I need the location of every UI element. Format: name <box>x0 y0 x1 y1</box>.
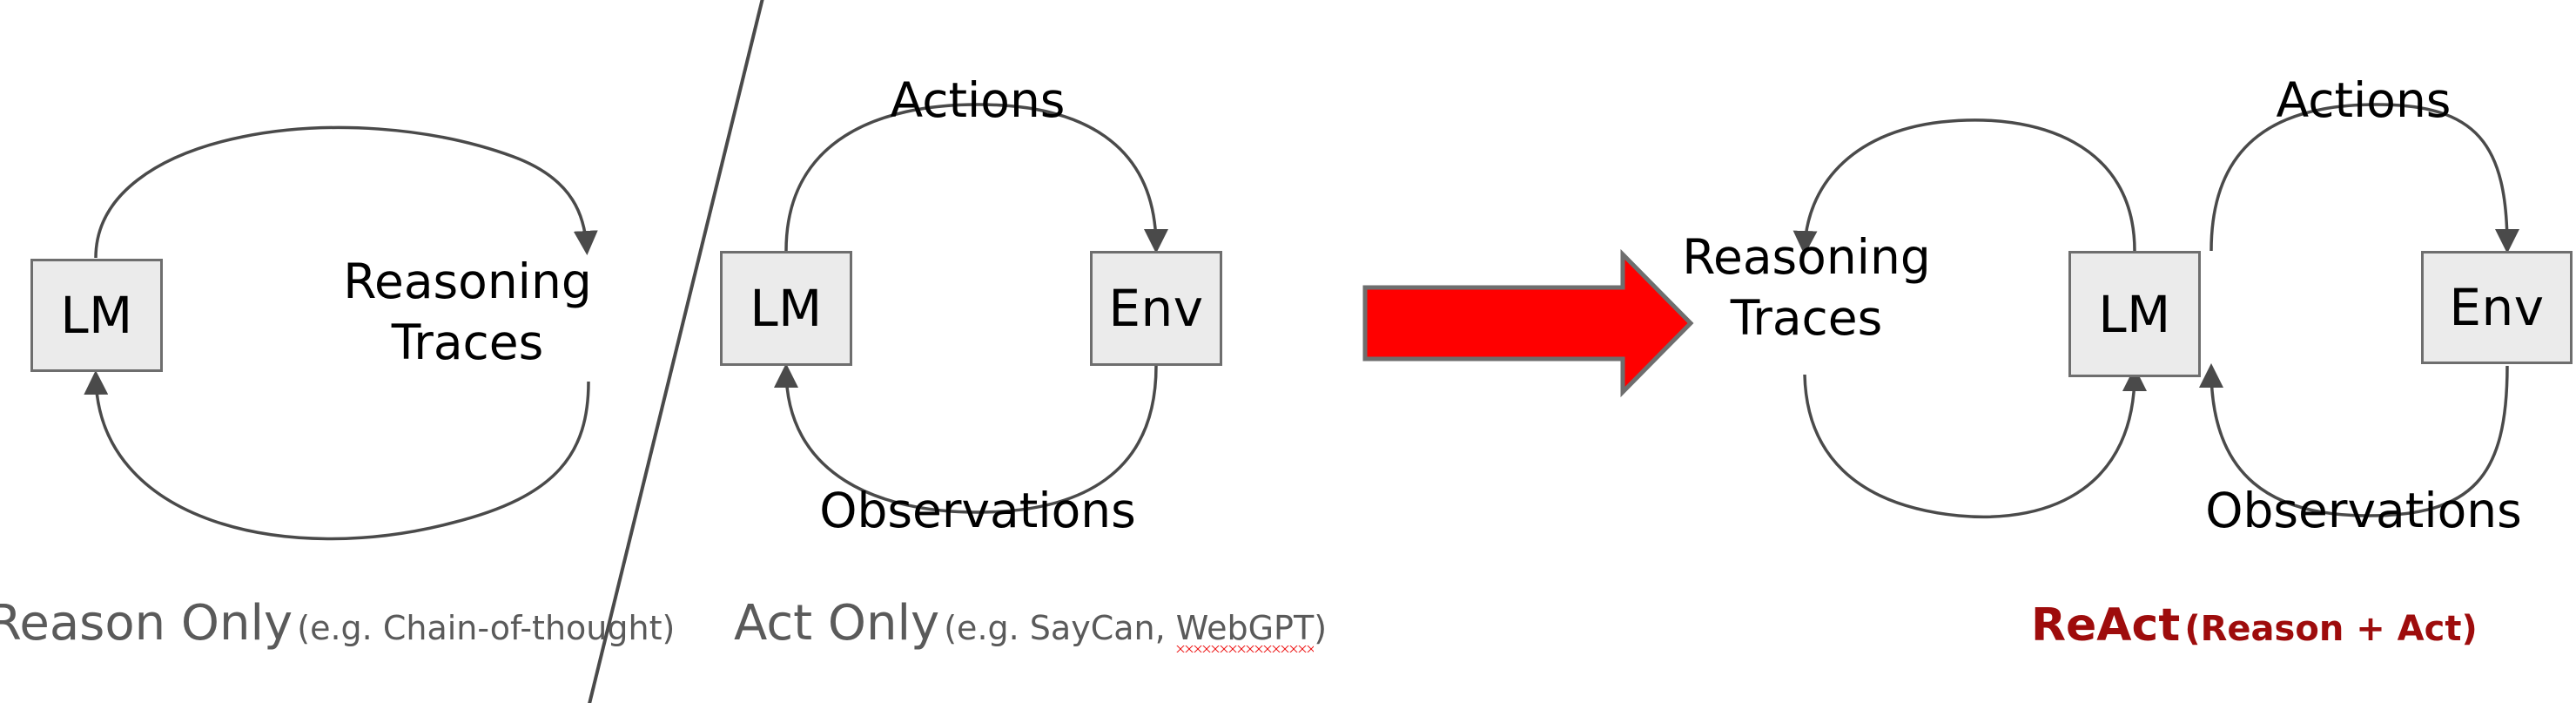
diagonal-divider-line <box>588 0 764 703</box>
panel1-caption-sub: (e.g. Chain-of-thought) <box>297 609 676 647</box>
panel1-node-lm-label: LM <box>60 286 133 345</box>
panel1-label-reasoning-traces: Reasoning Traces <box>341 251 594 374</box>
panel3-label-actions-text: Actions <box>2276 72 2452 128</box>
panel1-node-lm: LM <box>30 259 163 372</box>
panel1-reasoning-back-curve <box>84 370 590 541</box>
panel1-reasoning-out-curve <box>94 125 598 259</box>
panel3-caption-sub: (Reason + Act) <box>2184 609 2478 649</box>
panel3-label-observations-text: Observations <box>2205 483 2522 538</box>
panel3-node-lm-label: LM <box>2098 284 2171 344</box>
panel2-node-env-label: Env <box>1108 279 1204 338</box>
panel2-label-actions-text: Actions <box>890 72 1066 128</box>
panel2-caption-sub-suffix: ) <box>1314 609 1328 647</box>
panel2-node-env: Env <box>1090 251 1222 366</box>
panel2-caption: Act Only (e.g. SayCan, WebGPT) <box>734 599 1328 652</box>
panel3-caption-main: ReAct <box>2031 599 2181 652</box>
panel2-observations-curve <box>774 363 1158 514</box>
panel2-node-lm-label: LM <box>750 279 823 338</box>
panel1-label-reasoning-line2: Traces <box>391 314 544 371</box>
panel1-caption-main: Reason Only <box>0 595 293 652</box>
panel2-label-actions: Actions <box>830 72 1126 128</box>
panel1-caption: Reason Only (e.g. Chain-of-thought) <box>0 599 675 648</box>
panel3-observations-curve <box>2199 363 2509 517</box>
panel2-label-observations: Observations <box>795 483 1160 538</box>
panel3-label-actions: Actions <box>2216 72 2512 128</box>
panel3-label-reasoning-line2: Traces <box>1730 290 1883 347</box>
panel2-node-lm: LM <box>720 251 852 366</box>
panel2-label-observations-text: Observations <box>819 483 1136 538</box>
panel3-label-reasoning-line1: Reasoning <box>1682 229 1931 285</box>
panel3-reasoning-back-curve <box>1803 367 2147 519</box>
panel3-caption: ReAct (Reason + Act) <box>2031 603 2478 648</box>
panel2-caption-main: Act Only <box>734 595 940 652</box>
panel1-label-reasoning-line1: Reasoning <box>343 253 592 309</box>
panel3-actions-curve <box>2209 103 2519 253</box>
panel3-label-reasoning-traces: Reasoning Traces <box>1676 226 1937 349</box>
panel2-caption-sub-prefix: (e.g. SayCan, <box>944 609 1176 647</box>
panel2-actions-curve <box>784 103 1168 253</box>
panel2-caption-sub-misspelled: WebGPT <box>1175 609 1315 652</box>
panel3-label-observations: Observations <box>2181 483 2546 538</box>
panel3-reasoning-out-curve <box>1792 118 2136 255</box>
panel3-node-env-label: Env <box>2449 278 2545 337</box>
panel3-node-env: Env <box>2421 251 2573 364</box>
panel3-node-lm: LM <box>2068 251 2201 377</box>
red-transform-arrow-shape <box>1362 248 1694 398</box>
